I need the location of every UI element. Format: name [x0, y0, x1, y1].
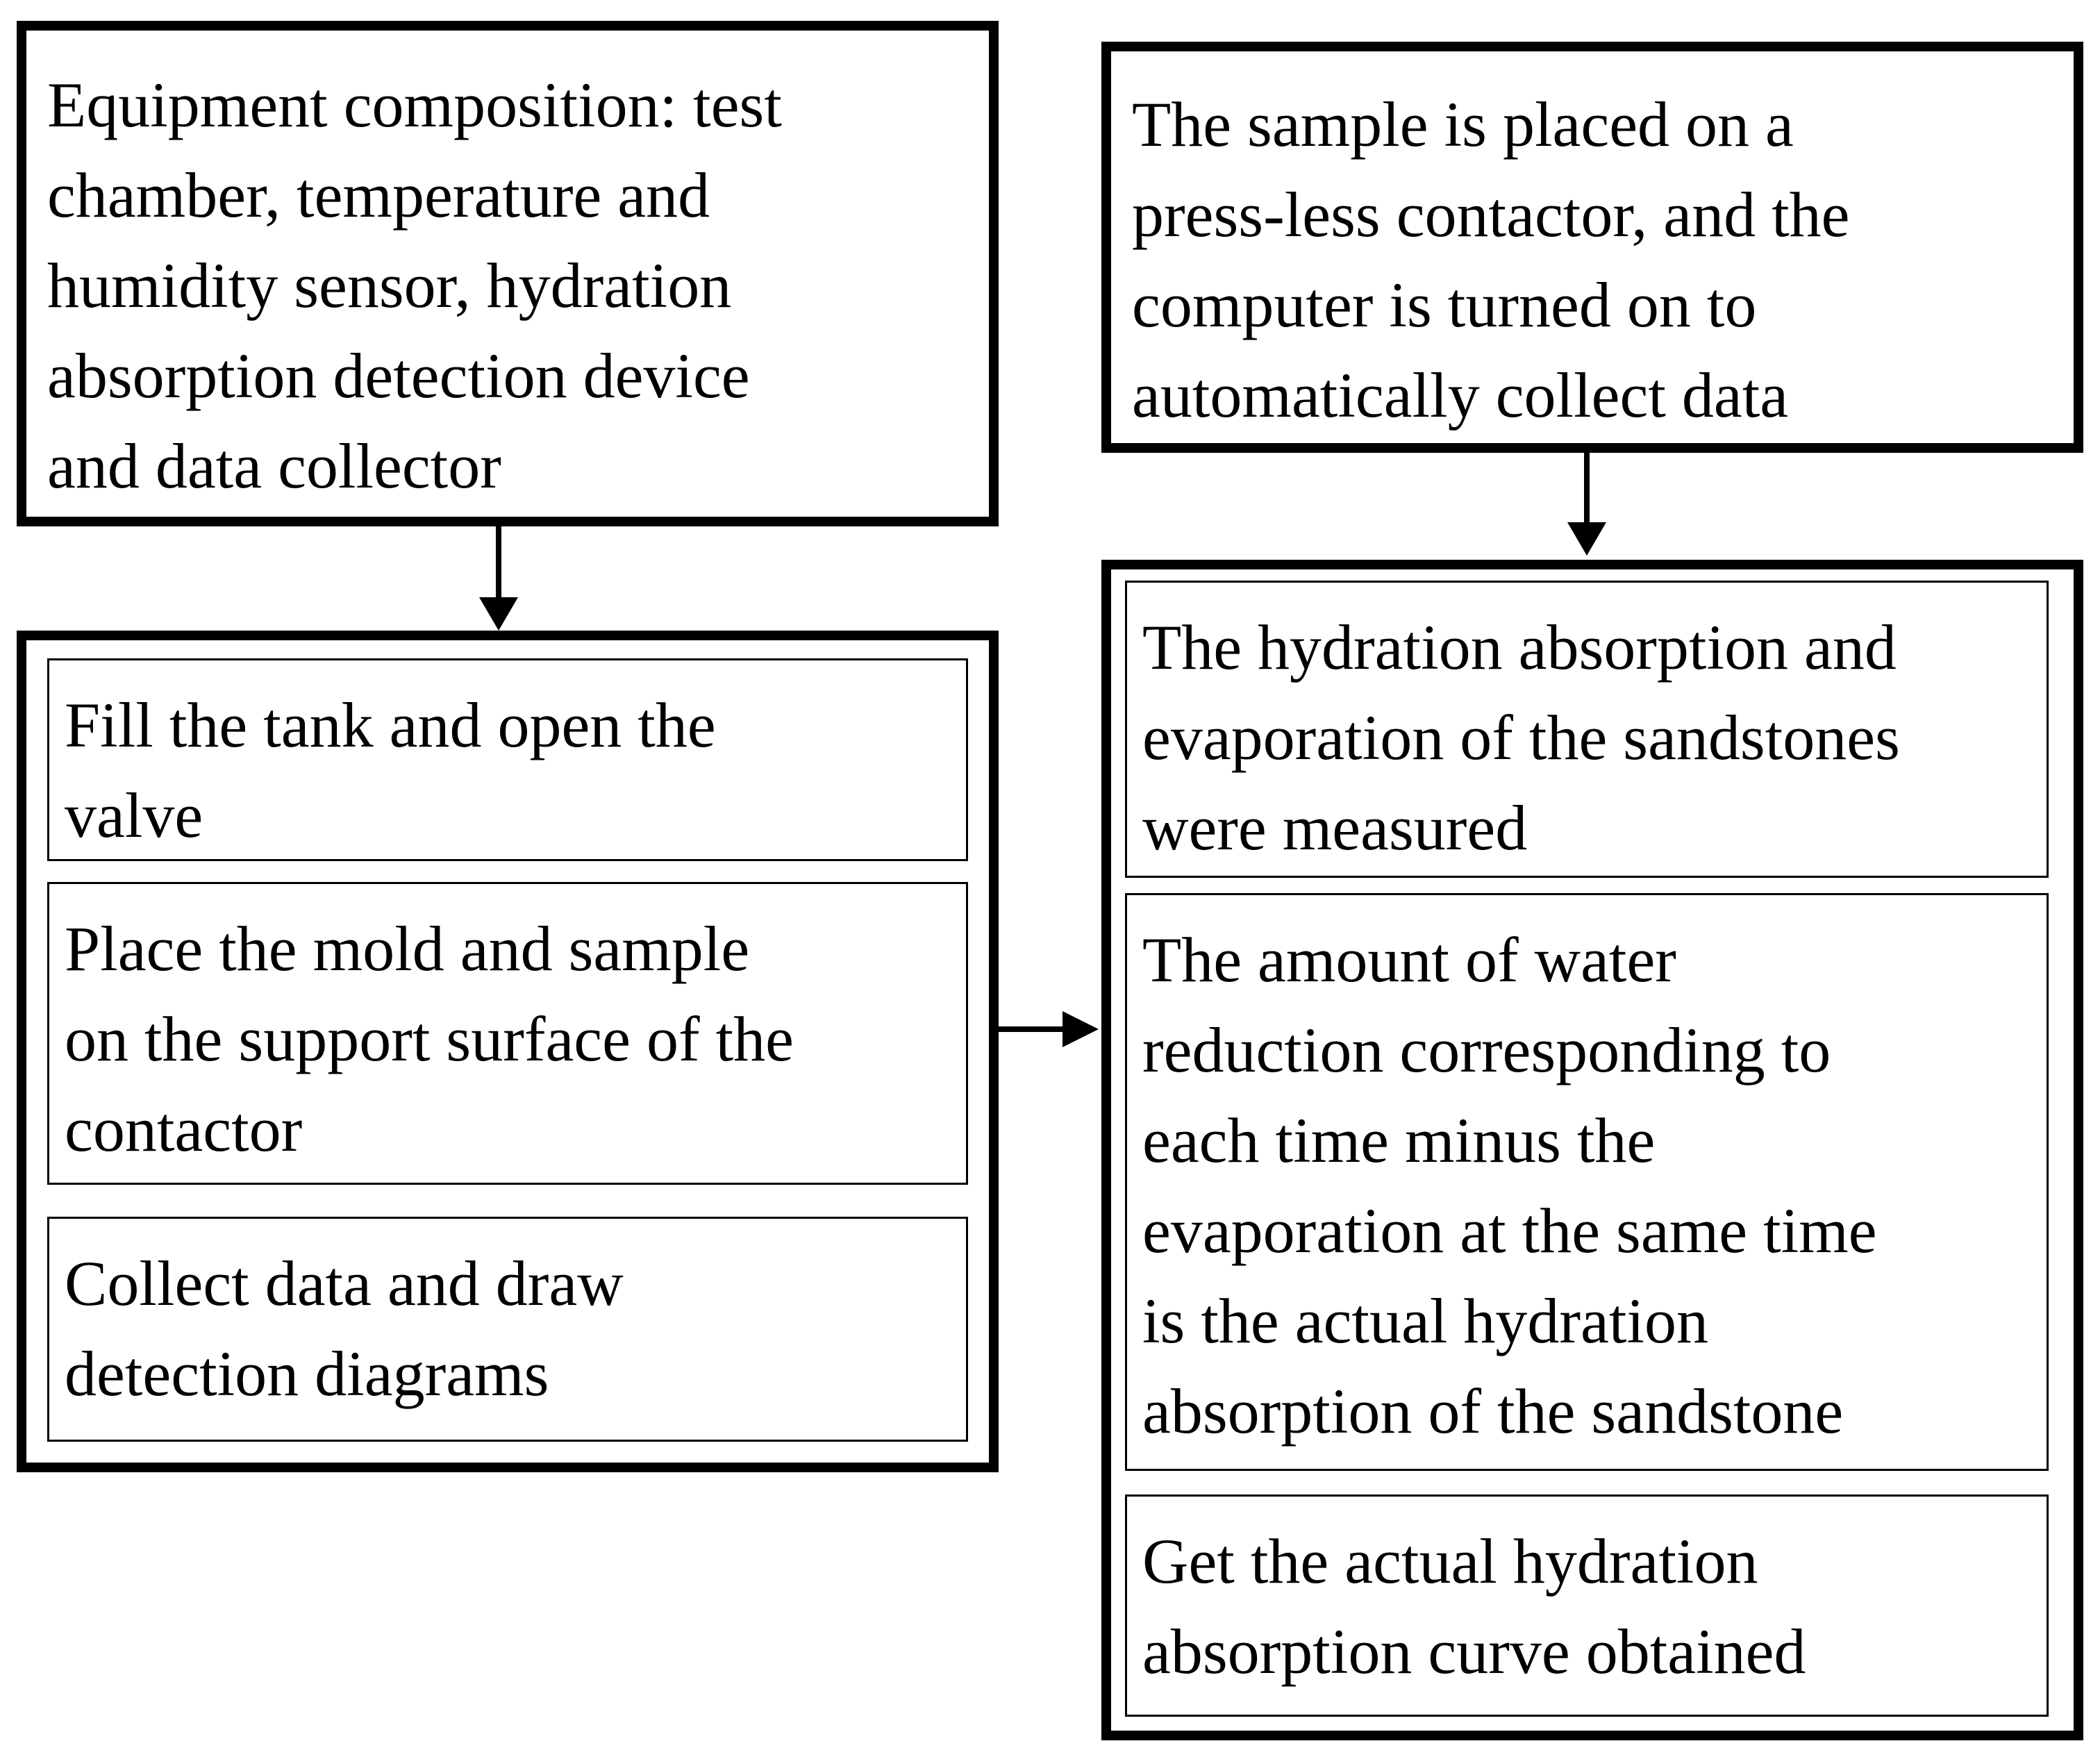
step-water-reduction: The amount of water reduction correspond…	[1125, 893, 2049, 1471]
step-place-mold: Place the mold and sample on the support…	[47, 882, 968, 1185]
arrow-left-group-to-right-group	[997, 1011, 1099, 1047]
step-collect-data: Collect data and draw detection diagrams	[47, 1217, 968, 1442]
equipment-composition-text: Equipment composition: test chamber, tem…	[47, 69, 782, 501]
sample-placement-text: The sample is placed on a press-less con…	[1132, 89, 1850, 431]
step-fill-tank: Fill the tank and open the valve	[47, 658, 968, 861]
sample-placement-box: The sample is placed on a press-less con…	[1101, 42, 2083, 453]
arrow-equipment-to-steps	[479, 526, 518, 631]
arrow-sample-to-measurement	[1567, 451, 1606, 556]
step-measure-absorption: The hydration absorption and evaporation…	[1125, 581, 2049, 878]
step-absorption-curve: Get the actual hydration absorption curv…	[1125, 1494, 2049, 1717]
equipment-composition-box: Equipment composition: test chamber, tem…	[17, 21, 999, 526]
